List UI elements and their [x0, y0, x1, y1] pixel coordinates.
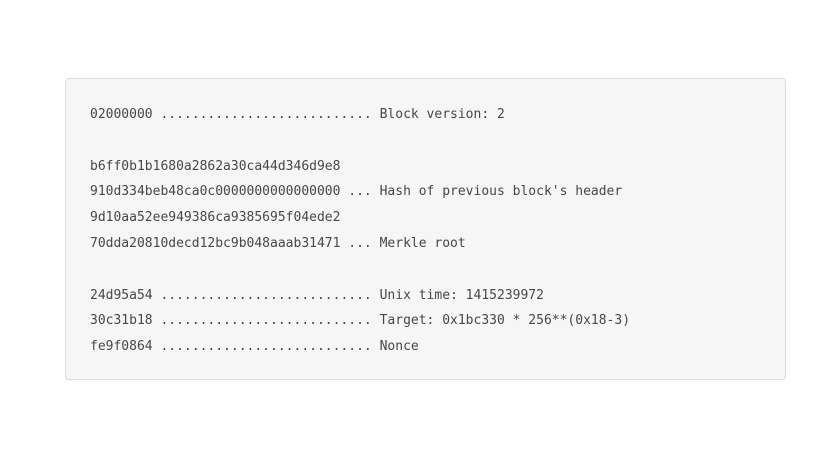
code-panel: 02000000 ........................... Blo… — [65, 78, 786, 380]
block-header-code-block: 02000000 ........................... Blo… — [90, 107, 631, 355]
